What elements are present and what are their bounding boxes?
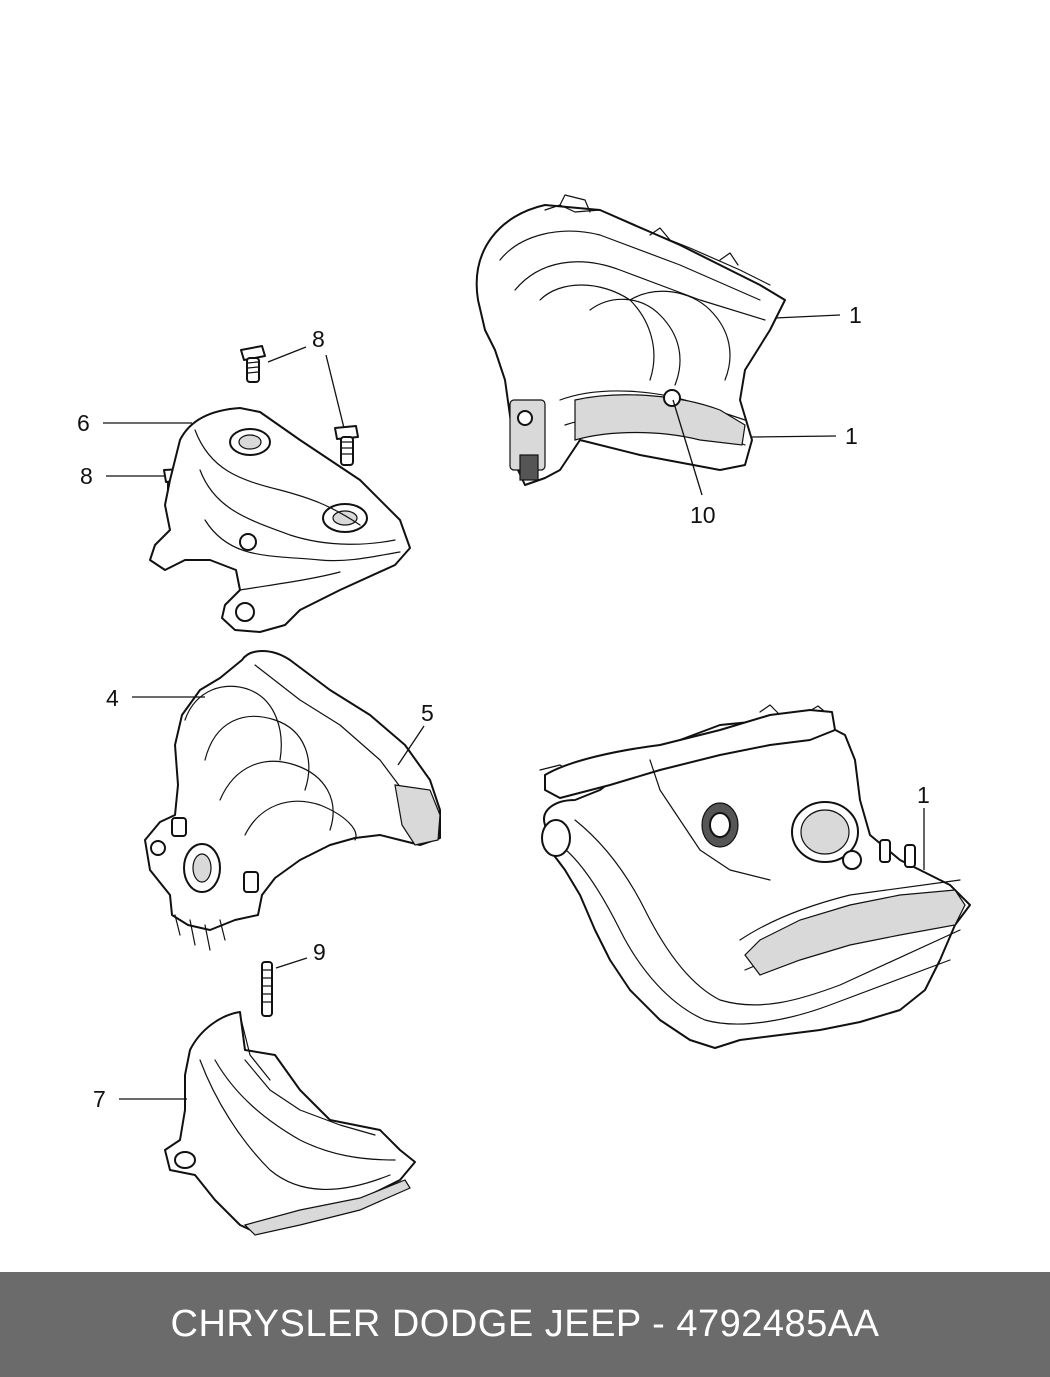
footer-part-number: CHRYSLER DODGE JEEP - 4792485AA (170, 1303, 880, 1345)
callout-9: 9 (313, 939, 326, 965)
installed-manifold-assembly (475, 194, 786, 486)
callout-8-top: 8 (312, 326, 325, 352)
lower-heat-shield-7 (164, 1011, 416, 1236)
callout-7: 7 (93, 1086, 106, 1112)
callout-5: 5 (421, 700, 434, 726)
bolt-8-upper-right (334, 425, 359, 466)
leader-c1a (774, 314, 841, 319)
callout-6: 6 (77, 410, 90, 436)
upper-heat-shield-6 (149, 407, 411, 633)
leader-c5 (397, 725, 425, 766)
footer-banner: CHRYSLER DODGE JEEP - 4792485AA (0, 1272, 1050, 1377)
callout-1-top: 1 (849, 302, 862, 328)
callout-4: 4 (106, 685, 119, 711)
callout-1-middle: 1 (845, 423, 858, 449)
leader-c1b (751, 435, 837, 438)
callout-10: 10 (690, 502, 716, 528)
leader-c10 (672, 399, 703, 496)
intake-manifold-1 (539, 704, 971, 1049)
leader-c9 (275, 957, 308, 969)
exploded-parts-diagram: 1 1 10 8 8 6 (77, 194, 971, 1236)
stud-9 (261, 961, 273, 1017)
exhaust-manifold-4 (144, 650, 441, 951)
callout-1-lower: 1 (917, 782, 930, 808)
leader-c8a (267, 346, 307, 363)
bolt-8-upper-left (240, 345, 266, 383)
callout-8-left: 8 (80, 463, 93, 489)
leader-c8a-2 (325, 354, 345, 429)
